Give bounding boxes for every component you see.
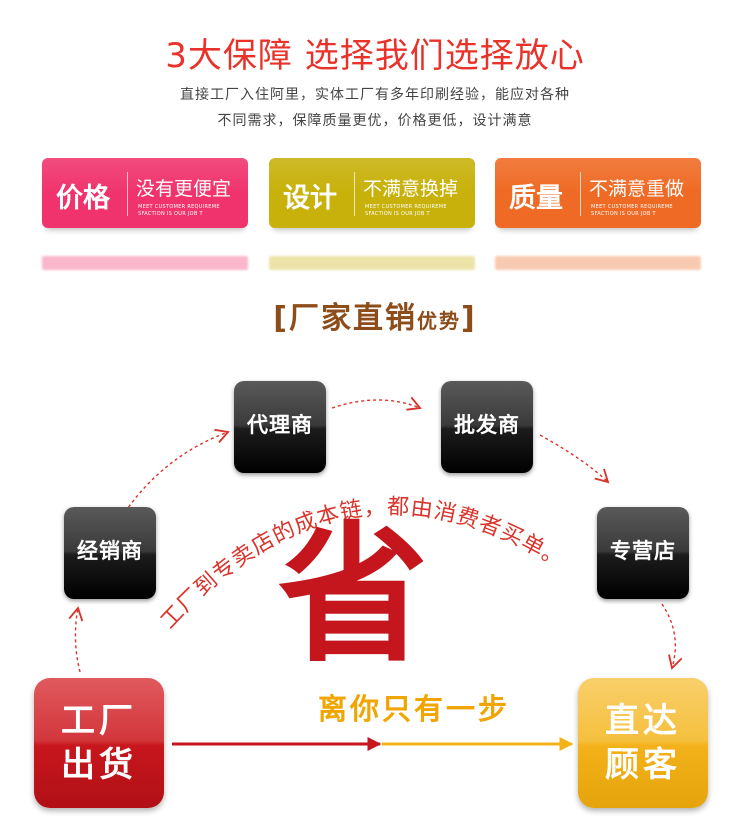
card-divider bbox=[580, 172, 581, 216]
node-store: 专营店 bbox=[597, 507, 689, 599]
node-agent: 代理商 bbox=[234, 381, 326, 473]
arrow-dealer-to-agent bbox=[124, 428, 230, 513]
intro-line-2: 不同需求，保障质量更优，价格更低，设计满意 bbox=[217, 113, 533, 129]
section-heading: [厂家直销优势] bbox=[273, 301, 477, 336]
node-wholesaler: 批发商 bbox=[441, 381, 533, 473]
customer-box: 直达 顾客 bbox=[578, 678, 708, 808]
card-reflection bbox=[42, 256, 248, 270]
arrow-factory-to-dealer bbox=[68, 606, 84, 673]
card-reflection bbox=[269, 256, 475, 270]
save-character: 省 bbox=[278, 507, 429, 683]
arrow-store-to-customer bbox=[661, 603, 683, 670]
page-title: 3大保障 选择我们选择放心 bbox=[165, 36, 585, 76]
card-divider bbox=[354, 172, 355, 216]
intro-line-1: 直接工厂入住阿里，实体工厂有多年印刷经验，能应对各种 bbox=[180, 87, 570, 103]
node-dealer: 经销商 bbox=[64, 507, 156, 599]
card-reflection bbox=[495, 256, 701, 270]
step-text: 离你只有一步 bbox=[318, 692, 511, 726]
card-divider bbox=[127, 172, 128, 216]
factory-box: 工厂 出货 bbox=[34, 678, 164, 808]
